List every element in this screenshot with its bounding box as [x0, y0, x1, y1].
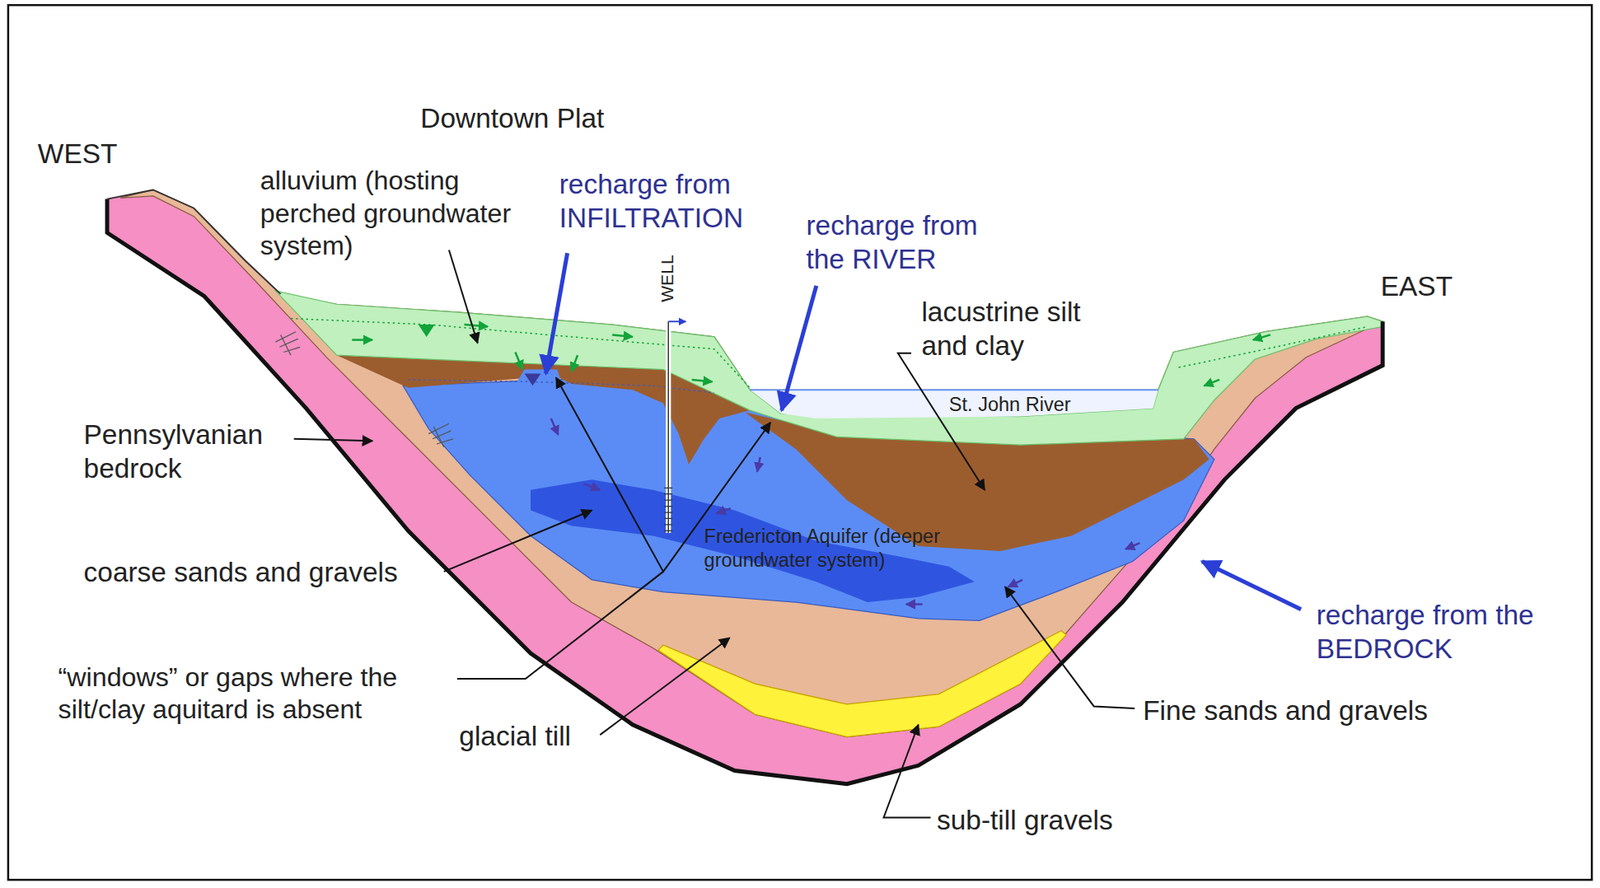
river-label: St. John River [949, 392, 1072, 417]
layer-label: glacial till [458, 720, 571, 754]
layer-label: lacustrine silt and clay [921, 295, 1100, 364]
heading-label: Downtown Plat [420, 102, 604, 136]
aquifer-label: Fredericton Aquifer (deeper groundwater … [704, 524, 1011, 572]
layer-label: Fine sands and gravels [1142, 694, 1428, 729]
direction-label: WEST [37, 137, 118, 172]
recharge-label: recharge from INFILTRATION [559, 168, 779, 236]
layer-label: “windows” or gaps where the silt/clay aq… [58, 661, 459, 727]
recharge-label: recharge from the BEDROCK [1316, 598, 1536, 667]
layer-label: sub-till gravels [936, 804, 1114, 838]
layer-label: Pennsylvanian bedrock [84, 418, 289, 487]
direction-label: EAST [1380, 270, 1453, 305]
recharge-label: recharge from the RIVER [805, 209, 1016, 277]
layer-label: alluvium (hosting perched groundwater sy… [260, 165, 539, 263]
layer-label: coarse sands and gravels [84, 556, 398, 590]
well-label: WELL [658, 254, 680, 302]
